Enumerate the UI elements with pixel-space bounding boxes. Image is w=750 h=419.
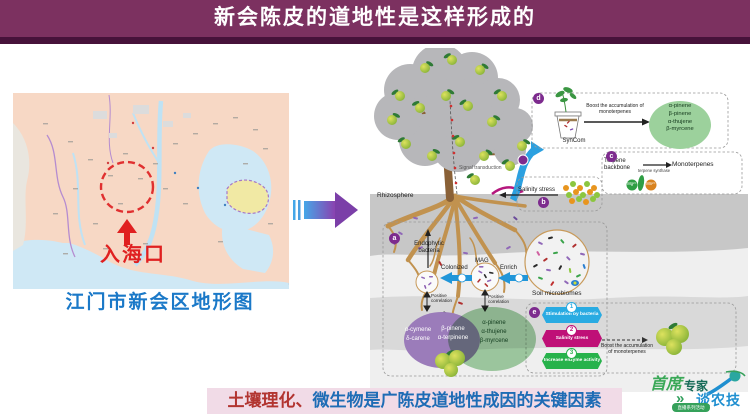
tree-canopy xyxy=(374,48,533,172)
mag-bacteria-rods xyxy=(477,266,494,287)
step-3-hexagon: Increase enzyme activity xyxy=(542,353,602,369)
colonized-label: Colonized xyxy=(441,265,468,271)
terpene-arrow xyxy=(643,162,672,168)
soil-microbiome-community xyxy=(533,236,586,286)
venn-overlap-1: β-pinene xyxy=(441,326,465,332)
terpene-backbone-label: Terpene backbone xyxy=(604,158,631,171)
estuary-label: 入海口 xyxy=(100,244,166,266)
map-bay-mouth xyxy=(221,223,274,273)
panel-badge-b: b xyxy=(538,197,549,208)
positive-correlation-label-1: Positive correlation xyxy=(431,293,453,304)
citrus-fruits xyxy=(387,53,531,185)
soil-microbiomes-label: Soil microbiomes xyxy=(532,290,582,297)
salinity-arrow xyxy=(499,192,558,198)
venn-right-1: α-pinene xyxy=(482,320,506,326)
colonized-arrow xyxy=(440,272,472,284)
map-river-west xyxy=(72,152,86,246)
venn-right-3: β-myrcene xyxy=(479,338,509,344)
endophytic-arrow xyxy=(425,229,431,268)
boost-label-e: Boost the accumulation of monoterpenes xyxy=(601,343,653,355)
salinity-stress-label: Salinity stress xyxy=(518,187,556,193)
map-boundary-2 xyxy=(108,94,114,164)
panel-badge-e: e xyxy=(529,307,540,318)
monoterpene-1: α-pinene xyxy=(668,103,692,109)
boost-label-d: Boost the accumulation of monoterpenes xyxy=(586,103,644,115)
citrus-trio-e xyxy=(656,322,689,355)
boost-arrow-e xyxy=(602,337,648,343)
panel-boxes xyxy=(382,92,743,377)
rhizosphere-label: Rhizosphere xyxy=(377,192,414,199)
monoterpene-3: α-thujene xyxy=(667,118,693,125)
syncom-label: SynCom xyxy=(562,138,586,144)
logo-text-zhuanjia: 专家 xyxy=(684,379,709,393)
map-west-region xyxy=(13,123,30,251)
root-to-syncom-arrow xyxy=(509,141,545,202)
signal-transduction-path xyxy=(449,99,458,195)
xinhui-dashed-circle xyxy=(99,160,155,214)
citrus-trio-venn xyxy=(435,350,465,377)
mg-ion-label: Mg²⁺ xyxy=(627,181,637,186)
step-2-number: 2 xyxy=(566,325,577,336)
endophytic-bacteria-label: Endophytic bacteria xyxy=(414,241,444,254)
enrich-arrow xyxy=(498,272,528,284)
step-3-number: 3 xyxy=(566,348,577,359)
synthase-cofactors xyxy=(626,175,657,191)
venn-right-labels: α-pinene α-thujene β-myrcene xyxy=(474,319,514,346)
venn-left-labels: o-cymene δ-carene xyxy=(400,326,436,344)
map-caption: 江门市新会区地形图 xyxy=(65,292,255,313)
transition-arrow-icon xyxy=(293,192,358,228)
monoterpene-list: α-pinene β-pinene α-thujene β-myrcene xyxy=(651,103,709,134)
footer-text-rest: 微生物是广陈皮道地性成因的关键因素 xyxy=(312,391,602,410)
venn-left-2: δ-carene xyxy=(406,336,430,342)
map-coastline xyxy=(13,238,289,284)
terpene-synthase-label: terpene synthase xyxy=(638,168,671,173)
map-boundary-1 xyxy=(46,134,76,258)
root-system xyxy=(385,193,528,325)
topographic-map xyxy=(13,93,289,289)
panel-badge-a: a xyxy=(389,233,400,244)
step-2-hexagon: Salinity stress xyxy=(542,330,602,347)
panel-badge-d: d xyxy=(533,93,544,104)
microphone-icon xyxy=(706,370,746,396)
footer-text-highlight: 土壤理化、 xyxy=(227,391,313,410)
map-river-main xyxy=(133,100,164,267)
salt-ion-cluster xyxy=(563,181,600,205)
syncom-pot xyxy=(554,87,582,139)
map-label-marks xyxy=(43,117,273,255)
monoterpene-4: β-myrcene xyxy=(666,126,694,133)
page-title: 新会陈皮的道地性是这样形成的 xyxy=(214,6,536,29)
map-city-patches xyxy=(93,105,191,138)
logo-chevron-icon: » xyxy=(676,390,685,407)
estuary-arrow-icon xyxy=(117,219,137,245)
venn-overlap-2: α-terpinene xyxy=(437,335,469,341)
footer-banner: 土壤理化、微生物是广陈皮道地性成因的关键因素 xyxy=(207,388,622,414)
mag-label: MAG xyxy=(475,258,489,264)
venn-right-2: α-thujene xyxy=(481,329,507,335)
monoterpene-2: β-pinene xyxy=(668,110,692,117)
boost-arrow-d xyxy=(584,118,650,126)
endophytic-bacteria-rods xyxy=(421,276,433,289)
venn-overlap-labels: β-pinene α-terpinene xyxy=(434,325,472,343)
step-1-hexagon: Stimulation by bacteria xyxy=(542,307,602,323)
logo-text-shouxi: 首席 xyxy=(650,376,683,393)
map-island-region xyxy=(226,179,270,214)
map-city-dots xyxy=(106,121,227,207)
map-river-branch xyxy=(132,112,160,164)
step-1-number: 1 xyxy=(566,302,577,313)
title-bar xyxy=(0,0,750,37)
positive-correlation-label-2: Positive correlation xyxy=(488,294,510,305)
title-bar-shadow-strip xyxy=(0,37,750,44)
enrich-label: Enrich xyxy=(500,265,518,271)
map-south-sea xyxy=(13,239,289,289)
logo-series-badge: 直播系列活动 xyxy=(672,403,710,412)
monoterpenes-label: Monoterpenes xyxy=(672,161,714,168)
mn-ion-label: Mn²⁺ xyxy=(646,181,656,186)
signal-transduction-label: Signal transduction xyxy=(459,165,502,171)
panel-badge-c: c xyxy=(606,151,617,162)
monoterpene-ellipse xyxy=(649,101,711,149)
venn-left-1: o-cymene xyxy=(404,327,432,333)
